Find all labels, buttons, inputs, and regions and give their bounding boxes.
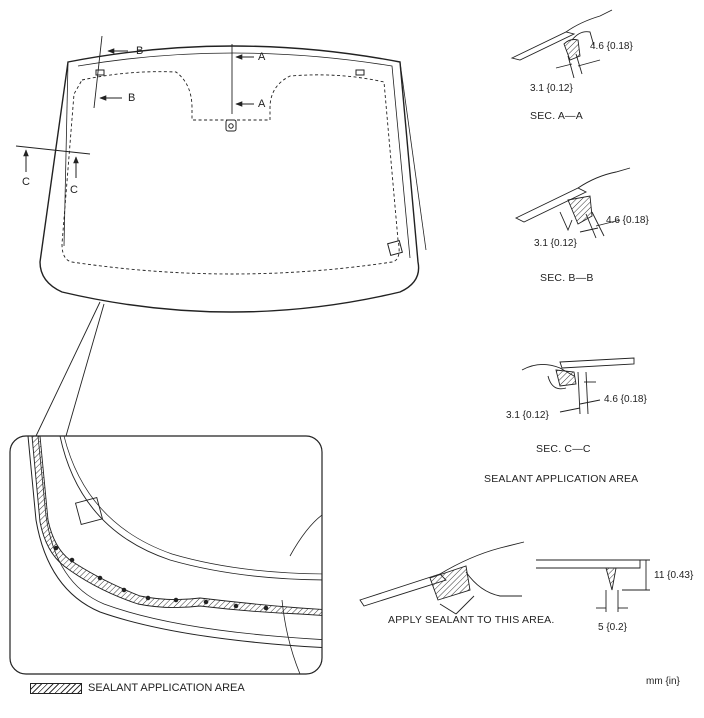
sealant-band: [31, 436, 322, 617]
legend-label: SEALANT APPLICATION AREA: [88, 682, 245, 694]
ceramic-boundary-dashed: [61, 71, 400, 275]
detail-frame: [9, 435, 323, 675]
sec-c-title: SEC. C—C: [536, 443, 591, 455]
sensor-marker: [387, 240, 403, 256]
sealant-instruction: APPLY SEALANT TO THIS AREA.: [388, 614, 555, 626]
sealant-area-heading: SEALANT APPLICATION AREA: [484, 473, 639, 485]
section-a-a-drawing: [510, 9, 613, 79]
cut-label-a-top: A: [258, 51, 266, 63]
cut-label-b-bottom: B: [128, 92, 136, 104]
sealant-detail-view: [9, 435, 323, 675]
windshield-overview: [15, 35, 427, 437]
sealant-application-drawing: [359, 541, 525, 615]
detail-sensor-marker: [74, 496, 104, 526]
sec-a-dim-lower: 3.1 {0.12}: [530, 83, 573, 94]
windshield-outline: [39, 45, 420, 313]
cut-label-c-right: C: [70, 184, 78, 196]
upper-left-marker: [95, 69, 105, 76]
sealant-dim-width: 5 {0.2}: [598, 622, 627, 633]
sec-b-dim-upper: 4.6 {0.18}: [606, 215, 649, 226]
sealant-bead-profile: [536, 559, 650, 612]
rearview-mount: [225, 119, 237, 132]
section-c-c-drawing: [521, 357, 635, 415]
section-b-b-drawing: [514, 167, 631, 239]
sec-a-title: SEC. A—A: [530, 110, 583, 122]
molding-line: [77, 52, 411, 259]
cut-label-b-top: B: [136, 45, 144, 57]
cut-label-c-left: C: [22, 176, 30, 188]
legend: SEALANT APPLICATION AREA: [30, 681, 245, 695]
sealant-dim-height: 11 {0.43}: [654, 570, 694, 581]
cut-label-a-bottom: A: [258, 98, 266, 110]
upper-right-marker: [355, 69, 365, 76]
units-label: mm {in}: [646, 676, 680, 687]
sec-b-dim-lower: 3.1 {0.12}: [534, 238, 577, 249]
sec-c-dim-lower: 3.1 {0.12}: [506, 410, 549, 421]
sec-c-dim-upper: 4.6 {0.18}: [604, 394, 647, 405]
sec-a-dim-upper: 4.6 {0.18}: [590, 41, 633, 52]
hatch-swatch: [30, 682, 82, 694]
sec-b-title: SEC. B—B: [540, 272, 594, 284]
